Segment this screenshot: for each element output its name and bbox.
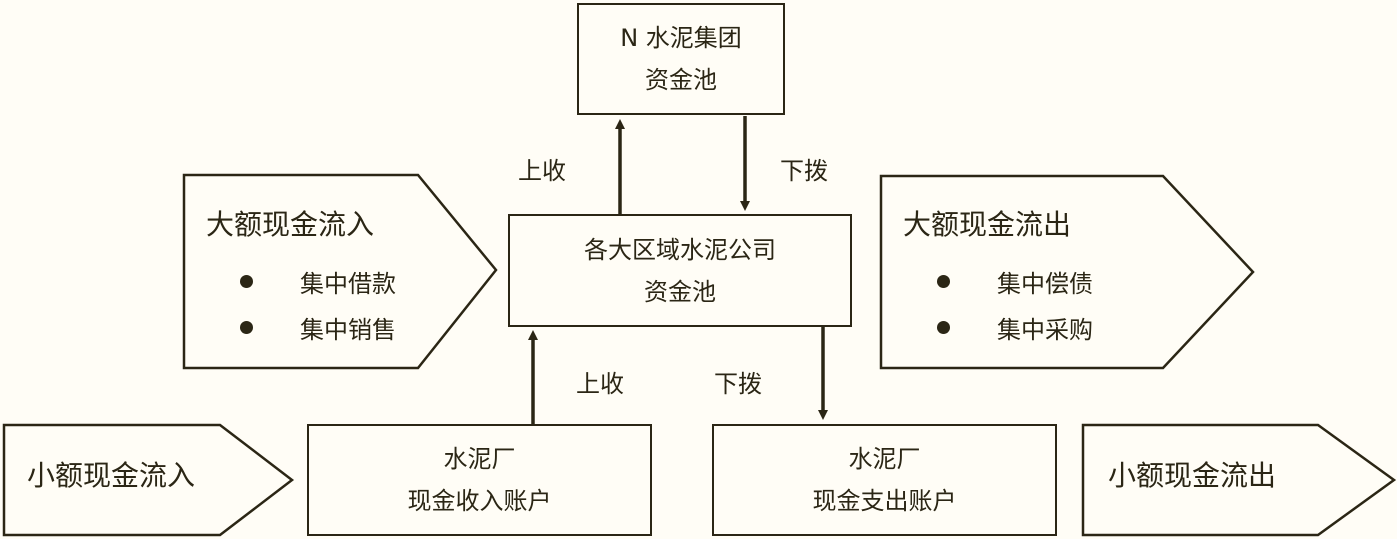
small-inflow-shape	[2, 423, 295, 537]
large-outflow-item-label: 集中偿债	[997, 270, 1093, 298]
large-inflow-item: 集中借款	[240, 264, 396, 299]
plant-income-account: 水泥厂 现金收入账户	[307, 424, 652, 536]
large-outflow-item: 集中偿债	[937, 264, 1093, 299]
small-outflow-shape	[1081, 423, 1397, 537]
large-inflow-shape	[182, 173, 498, 370]
allocate-label-lower: 下拨	[714, 370, 762, 398]
bullet-icon	[240, 321, 253, 334]
group-fund-pool-label: 资金池	[645, 66, 717, 94]
regional-fund-pool: 各大区域水泥公司 资金池	[508, 214, 852, 327]
plant-expense-account: 水泥厂 现金支出账户	[712, 424, 1057, 536]
plant-expense-label: 现金支出账户	[812, 487, 957, 515]
plant-income-label: 现金收入账户	[407, 487, 552, 515]
group-fund-pool: N 水泥集团 资金池	[577, 3, 785, 115]
plant-income-name: 水泥厂	[443, 445, 516, 473]
bullet-icon	[240, 275, 253, 288]
collect-label-lower: 上收	[576, 370, 624, 398]
large-outflow-item-label: 集中采购	[997, 316, 1093, 344]
large-outflow-item: 集中采购	[937, 310, 1093, 345]
large-outflow-title: 大额现金流出	[903, 208, 1072, 241]
large-inflow-item-label: 集中销售	[300, 316, 396, 344]
large-inflow-title: 大额现金流入	[206, 208, 375, 241]
small-outflow-title: 小额现金流出	[1108, 459, 1277, 492]
regional-fund-pool-name: 各大区域水泥公司	[584, 235, 776, 264]
bullet-icon	[937, 275, 950, 288]
small-inflow-title: 小额现金流入	[27, 459, 196, 492]
collect-label-upper: 上收	[518, 157, 566, 185]
large-inflow-item: 集中销售	[240, 310, 396, 345]
regional-fund-pool-label: 资金池	[644, 277, 716, 306]
bullet-icon	[937, 321, 950, 334]
plant-expense-name: 水泥厂	[848, 445, 921, 473]
group-fund-pool-name: N 水泥集团	[620, 24, 742, 52]
large-inflow-item-label: 集中借款	[300, 270, 396, 298]
large-outflow-shape	[879, 174, 1255, 370]
allocate-label-upper: 下拨	[780, 157, 828, 185]
